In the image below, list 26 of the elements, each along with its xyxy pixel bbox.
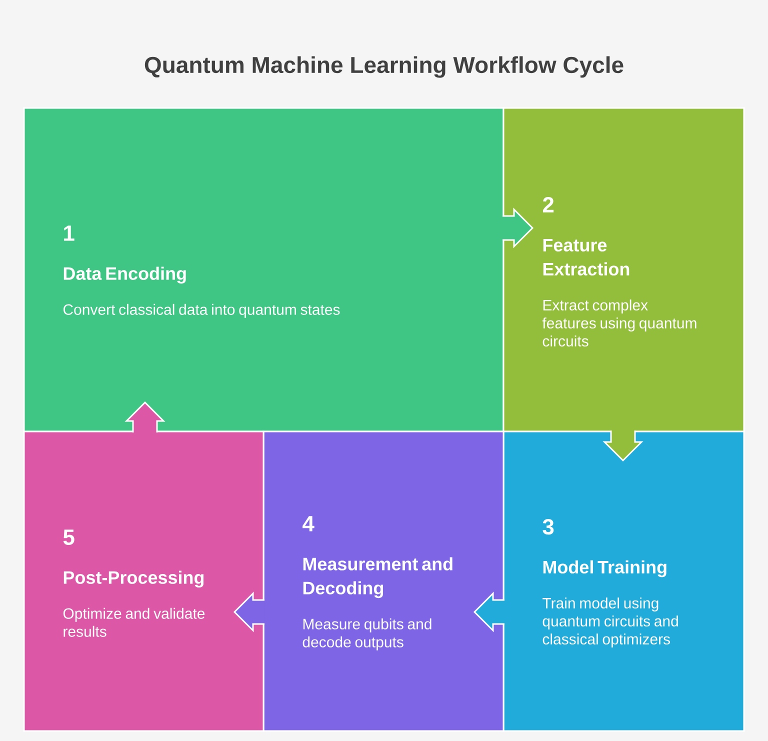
- step-title: Post-Processing: [64, 570, 204, 588]
- step-box: [502, 430, 745, 732]
- title: Quantum Machine Learning Workflow Cycle: [144, 56, 624, 78]
- step-description: Extract complex features using quantum circuits: [542, 299, 696, 346]
- step-title: Model Training: [543, 560, 666, 578]
- step-number: 4: [302, 516, 314, 532]
- arrow: [473, 592, 506, 632]
- step-description: Convert classical data into quantum states: [63, 304, 340, 318]
- arrow: [602, 430, 644, 462]
- step-number: 5: [63, 530, 74, 545]
- arrow: [502, 208, 534, 248]
- step-number: 3: [542, 519, 554, 535]
- step-description: Measure qubits and decode outputs: [302, 618, 432, 650]
- step-box: [502, 107, 745, 432]
- step-box: [23, 430, 264, 732]
- step-box: [262, 430, 504, 732]
- step-title: Feature Extraction: [543, 238, 630, 276]
- step-title: Measurement and Decoding: [303, 557, 452, 598]
- step-title: Data Encoding: [64, 266, 186, 284]
- step-number: 2: [542, 196, 554, 212]
- step-number: 1: [64, 226, 74, 241]
- arrow: [233, 592, 266, 632]
- step-box: [23, 107, 504, 432]
- step-description: Optimize and validate results: [63, 608, 205, 637]
- arrow: [124, 401, 166, 434]
- step-description: Train model using quantum circuits and classical optimizers: [542, 598, 678, 648]
